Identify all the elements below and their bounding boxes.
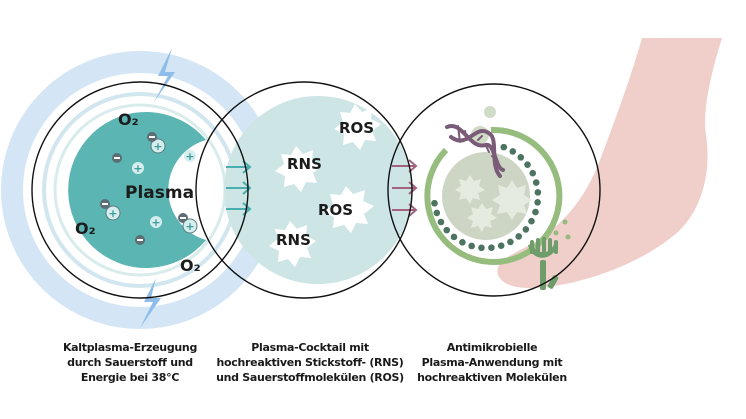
svg-text:+: + [108,207,117,220]
membrane-dot [431,199,438,207]
arrow-right-icon [392,159,418,173]
caption-stage1: Kaltplasma-Erzeugung durch Sauerstoff un… [30,340,230,385]
ion-plus-icon: + [132,162,144,175]
lightning-bolt-icon [140,278,161,328]
arrow-right-icon [226,181,252,195]
membrane-dot [437,218,445,226]
membrane-dot [509,148,517,155]
rns-label: RNS [287,155,322,173]
membrane-dot [443,226,451,234]
membrane-dot [517,154,525,161]
ion-minus-icon [112,153,122,163]
caption-stage3: Antimikrobielle Plasma-Anwendung mit hoc… [392,340,592,385]
membrane-dot [532,179,540,186]
membrane-dot [433,209,441,217]
membrane-dot [529,169,537,177]
cocktail-fill [224,96,412,284]
burst-icon [269,221,316,267]
svg-text:+: + [133,162,142,175]
oxygen-label: O₂ [75,219,96,238]
ion-plus-icon: + [150,138,166,154]
membrane-dot [450,233,458,241]
ion-plus-icon: + [184,150,196,163]
oxygen-label: O₂ [180,256,201,275]
caption-line: Plasma-Cocktail mit [251,341,369,354]
caption-line: hochreaktiven Molekülen [417,371,567,384]
membrane-dot [459,239,466,246]
caption-line: Antimikrobielle [446,341,538,354]
ion-minus-icon [135,235,145,245]
lightning-bolt-icon [154,48,175,102]
caption-line: durch Sauerstoff und [67,356,193,369]
foot-illustration [497,38,722,288]
bacterium-icon [424,106,563,265]
dna-icon [445,124,505,178]
membrane-dot [507,238,514,246]
membrane-dot [497,242,505,250]
membrane-dot [478,244,485,252]
membrane-dot [524,161,531,169]
rns-label: RNS [276,231,311,249]
plasma-label: Plasma [125,183,194,203]
molecule-bursts [269,104,381,267]
svg-text:+: + [151,216,160,229]
stage2-outline [195,81,413,299]
ion-minus-icon [100,199,110,209]
burst-icon [275,146,322,192]
ion-minus-icon [147,132,157,142]
svg-text:+: + [185,220,194,233]
ros-label: ROS [318,201,353,219]
membrane-dot [532,208,539,216]
stage1-outline [31,81,249,299]
burst-icon [334,104,381,150]
membrane-dot [500,143,508,151]
svg-text:+: + [185,150,194,163]
caption-stage2: Plasma-Cocktail mit hochreaktiven Sticks… [210,340,410,385]
caption-line: Energie bei 38°C [80,371,180,384]
membrane-dot [515,233,523,240]
ions: + + + + + + [100,132,198,245]
burst-icon [323,186,374,233]
stage3-outline [387,83,601,297]
membrane-dot [522,226,530,233]
ros-label: ROS [339,119,374,137]
ion-plus-icon: + [105,205,121,221]
caption-line: Plasma-Anwendung mit [421,356,563,369]
membrane-dot [468,242,475,250]
caption-line: und Sauerstoffmolekülen (ROS) [216,371,404,384]
plasma-core [68,111,206,268]
caption-line: Kaltplasma-Erzeugung [62,341,198,354]
membrane-dot [534,199,541,206]
membrane-dot [488,244,495,252]
membrane-dot [534,189,542,196]
ion-plus-icon: + [150,216,162,229]
oxygen-label: O₂ [118,110,139,129]
svg-text:+: + [153,140,162,153]
caption-line: hochreaktiven Stickstoff- (RNS) [216,356,404,369]
membrane-dot [528,217,535,225]
fungus-icon [528,219,571,290]
ion-plus-icon: + [182,218,198,234]
